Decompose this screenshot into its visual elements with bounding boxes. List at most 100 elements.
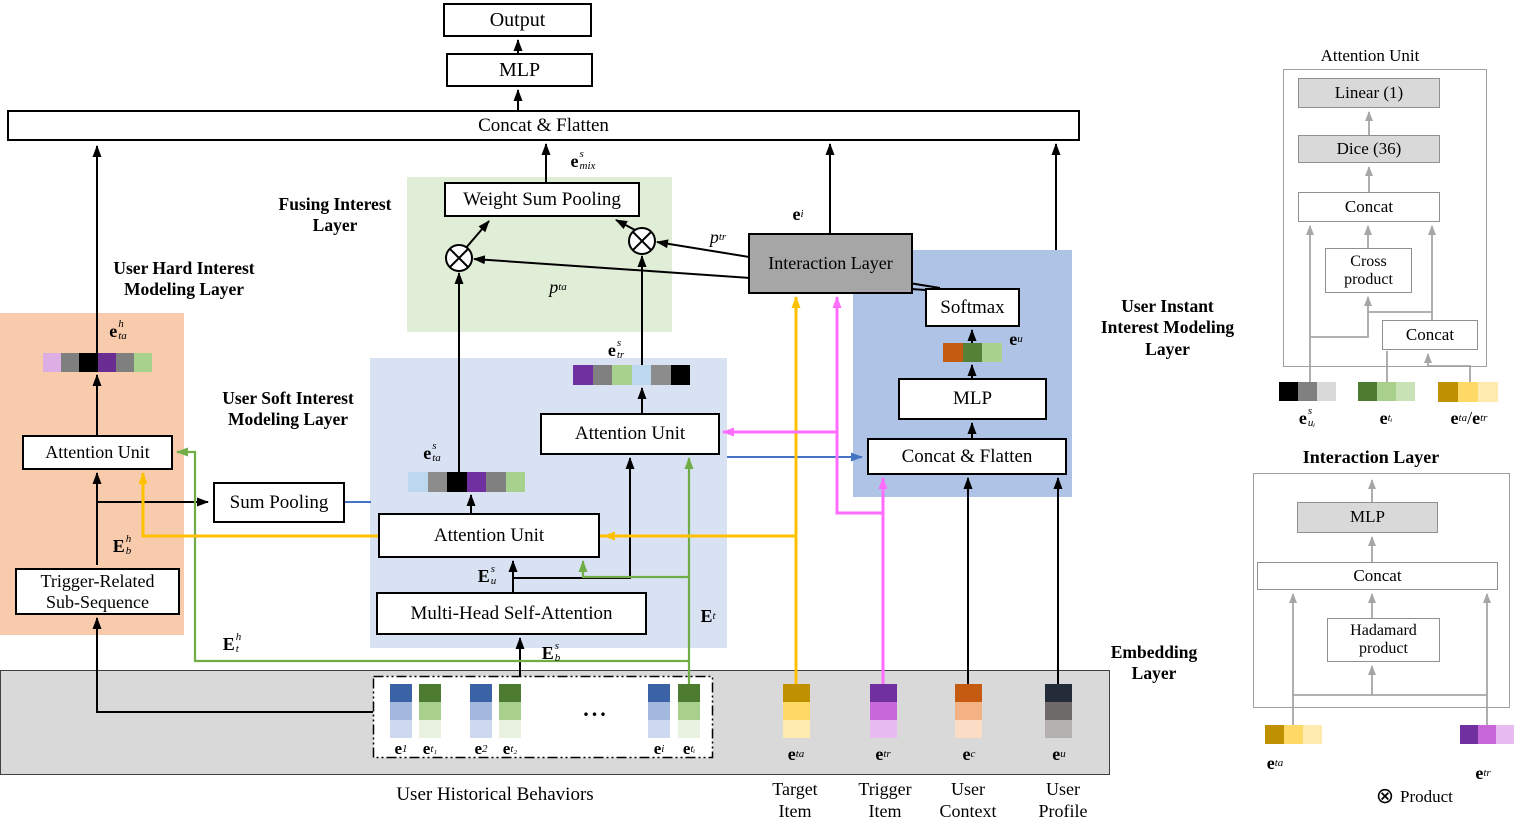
hist-vector-e1	[390, 684, 412, 738]
vector-cell	[651, 365, 671, 385]
vector-cell	[97, 353, 116, 372]
interaction-panel-wires	[1289, 479, 1491, 725]
vector-cell	[1478, 382, 1498, 402]
vector-cell	[631, 365, 651, 385]
vector-cell	[648, 702, 670, 720]
instant-concat-flatten-box: Concat & Flatten	[867, 438, 1067, 475]
historical-behaviors-label: User Historical Behaviors	[396, 784, 594, 805]
instant-mlp-label: MLP	[952, 388, 993, 410]
hist-vector-et1	[419, 684, 441, 738]
mlp-top-label: MLP	[498, 58, 541, 81]
vector-cell	[43, 353, 62, 372]
soft-attention-unit-tr-box: Attention Unit	[540, 413, 720, 455]
vector-cell	[648, 684, 670, 702]
vector-cell	[1303, 725, 1322, 744]
vector-cell	[499, 720, 521, 738]
vector-cell	[962, 343, 983, 362]
vector-cell	[470, 720, 492, 738]
weight-sum-pooling-box: Weight Sum Pooling	[444, 182, 640, 217]
vector-cell	[870, 684, 897, 702]
vector-cell	[466, 472, 486, 492]
vector-cell	[470, 702, 492, 720]
multi-head-self-attention-box: Multi-Head Self-Attention	[376, 592, 647, 635]
vector-cell	[1438, 382, 1458, 402]
linear-box: Linear (1)	[1298, 78, 1440, 108]
mlp-top-box: MLP	[446, 53, 593, 87]
sum-pooling-label: Sum Pooling	[229, 491, 329, 513]
vector-cell	[1045, 684, 1072, 702]
hard-attention-unit-label: Attention Unit	[45, 442, 150, 463]
instant-mlp-box: MLP	[898, 378, 1047, 420]
embedding-layer-title: Embedding Layer	[1110, 642, 1198, 684]
user-context-vector	[955, 684, 982, 738]
vector-cell	[678, 684, 700, 702]
vector-cell	[648, 720, 670, 738]
linear-label: Linear (1)	[1334, 82, 1404, 102]
product-legend-label: Product	[1400, 787, 1453, 806]
hist-vector-e2	[470, 684, 492, 738]
vector-cell	[1478, 725, 1496, 744]
vector-cell	[390, 720, 412, 738]
vector-cell	[408, 472, 428, 492]
vector-cell	[1377, 382, 1396, 401]
au-concat-top-box: Concat	[1298, 192, 1440, 222]
vector-cell	[419, 702, 441, 720]
au-trigger-vector	[1358, 382, 1415, 401]
il-concat-label: Concat	[1353, 565, 1402, 585]
vector-cell	[612, 365, 632, 385]
vector-cell	[61, 353, 80, 372]
au-behavior-vector	[1279, 382, 1336, 401]
vector-cell	[419, 720, 441, 738]
hard-layer-title: User Hard Interest Modeling Layer	[113, 258, 255, 300]
vector-cell	[505, 472, 525, 492]
vector-cell	[419, 684, 441, 702]
il-target-vector	[1265, 725, 1322, 744]
vector-cell	[955, 720, 982, 738]
product-node-tr	[628, 227, 656, 255]
vector-cell	[955, 702, 982, 720]
il-mlp-box: MLP	[1297, 502, 1438, 533]
vector-cell	[870, 720, 897, 738]
vector-cell	[592, 365, 612, 385]
hist-vector-ei	[648, 684, 670, 738]
soft-layer-title: User Soft Interest Modeling Layer	[222, 388, 354, 430]
instant-layer-title: User Instant Interest Modeling Layer	[1100, 296, 1235, 359]
il-concat-box: Concat	[1257, 562, 1498, 590]
vector-cell	[783, 702, 810, 720]
fusing-layer-title: Fusing Interest Layer	[278, 194, 392, 236]
product-symbol-icon: ⊗	[1375, 783, 1395, 808]
vector-cell	[943, 343, 963, 362]
vector-cell	[678, 702, 700, 720]
vector-cell	[115, 353, 134, 372]
soft-e-tr-vector	[573, 365, 690, 385]
vector-cell	[678, 720, 700, 738]
vector-cell	[470, 684, 492, 702]
au-concat-top-label: Concat	[1344, 196, 1394, 216]
output-label: Output	[489, 8, 546, 31]
concat-flatten-bar: Concat & Flatten	[7, 110, 1080, 141]
